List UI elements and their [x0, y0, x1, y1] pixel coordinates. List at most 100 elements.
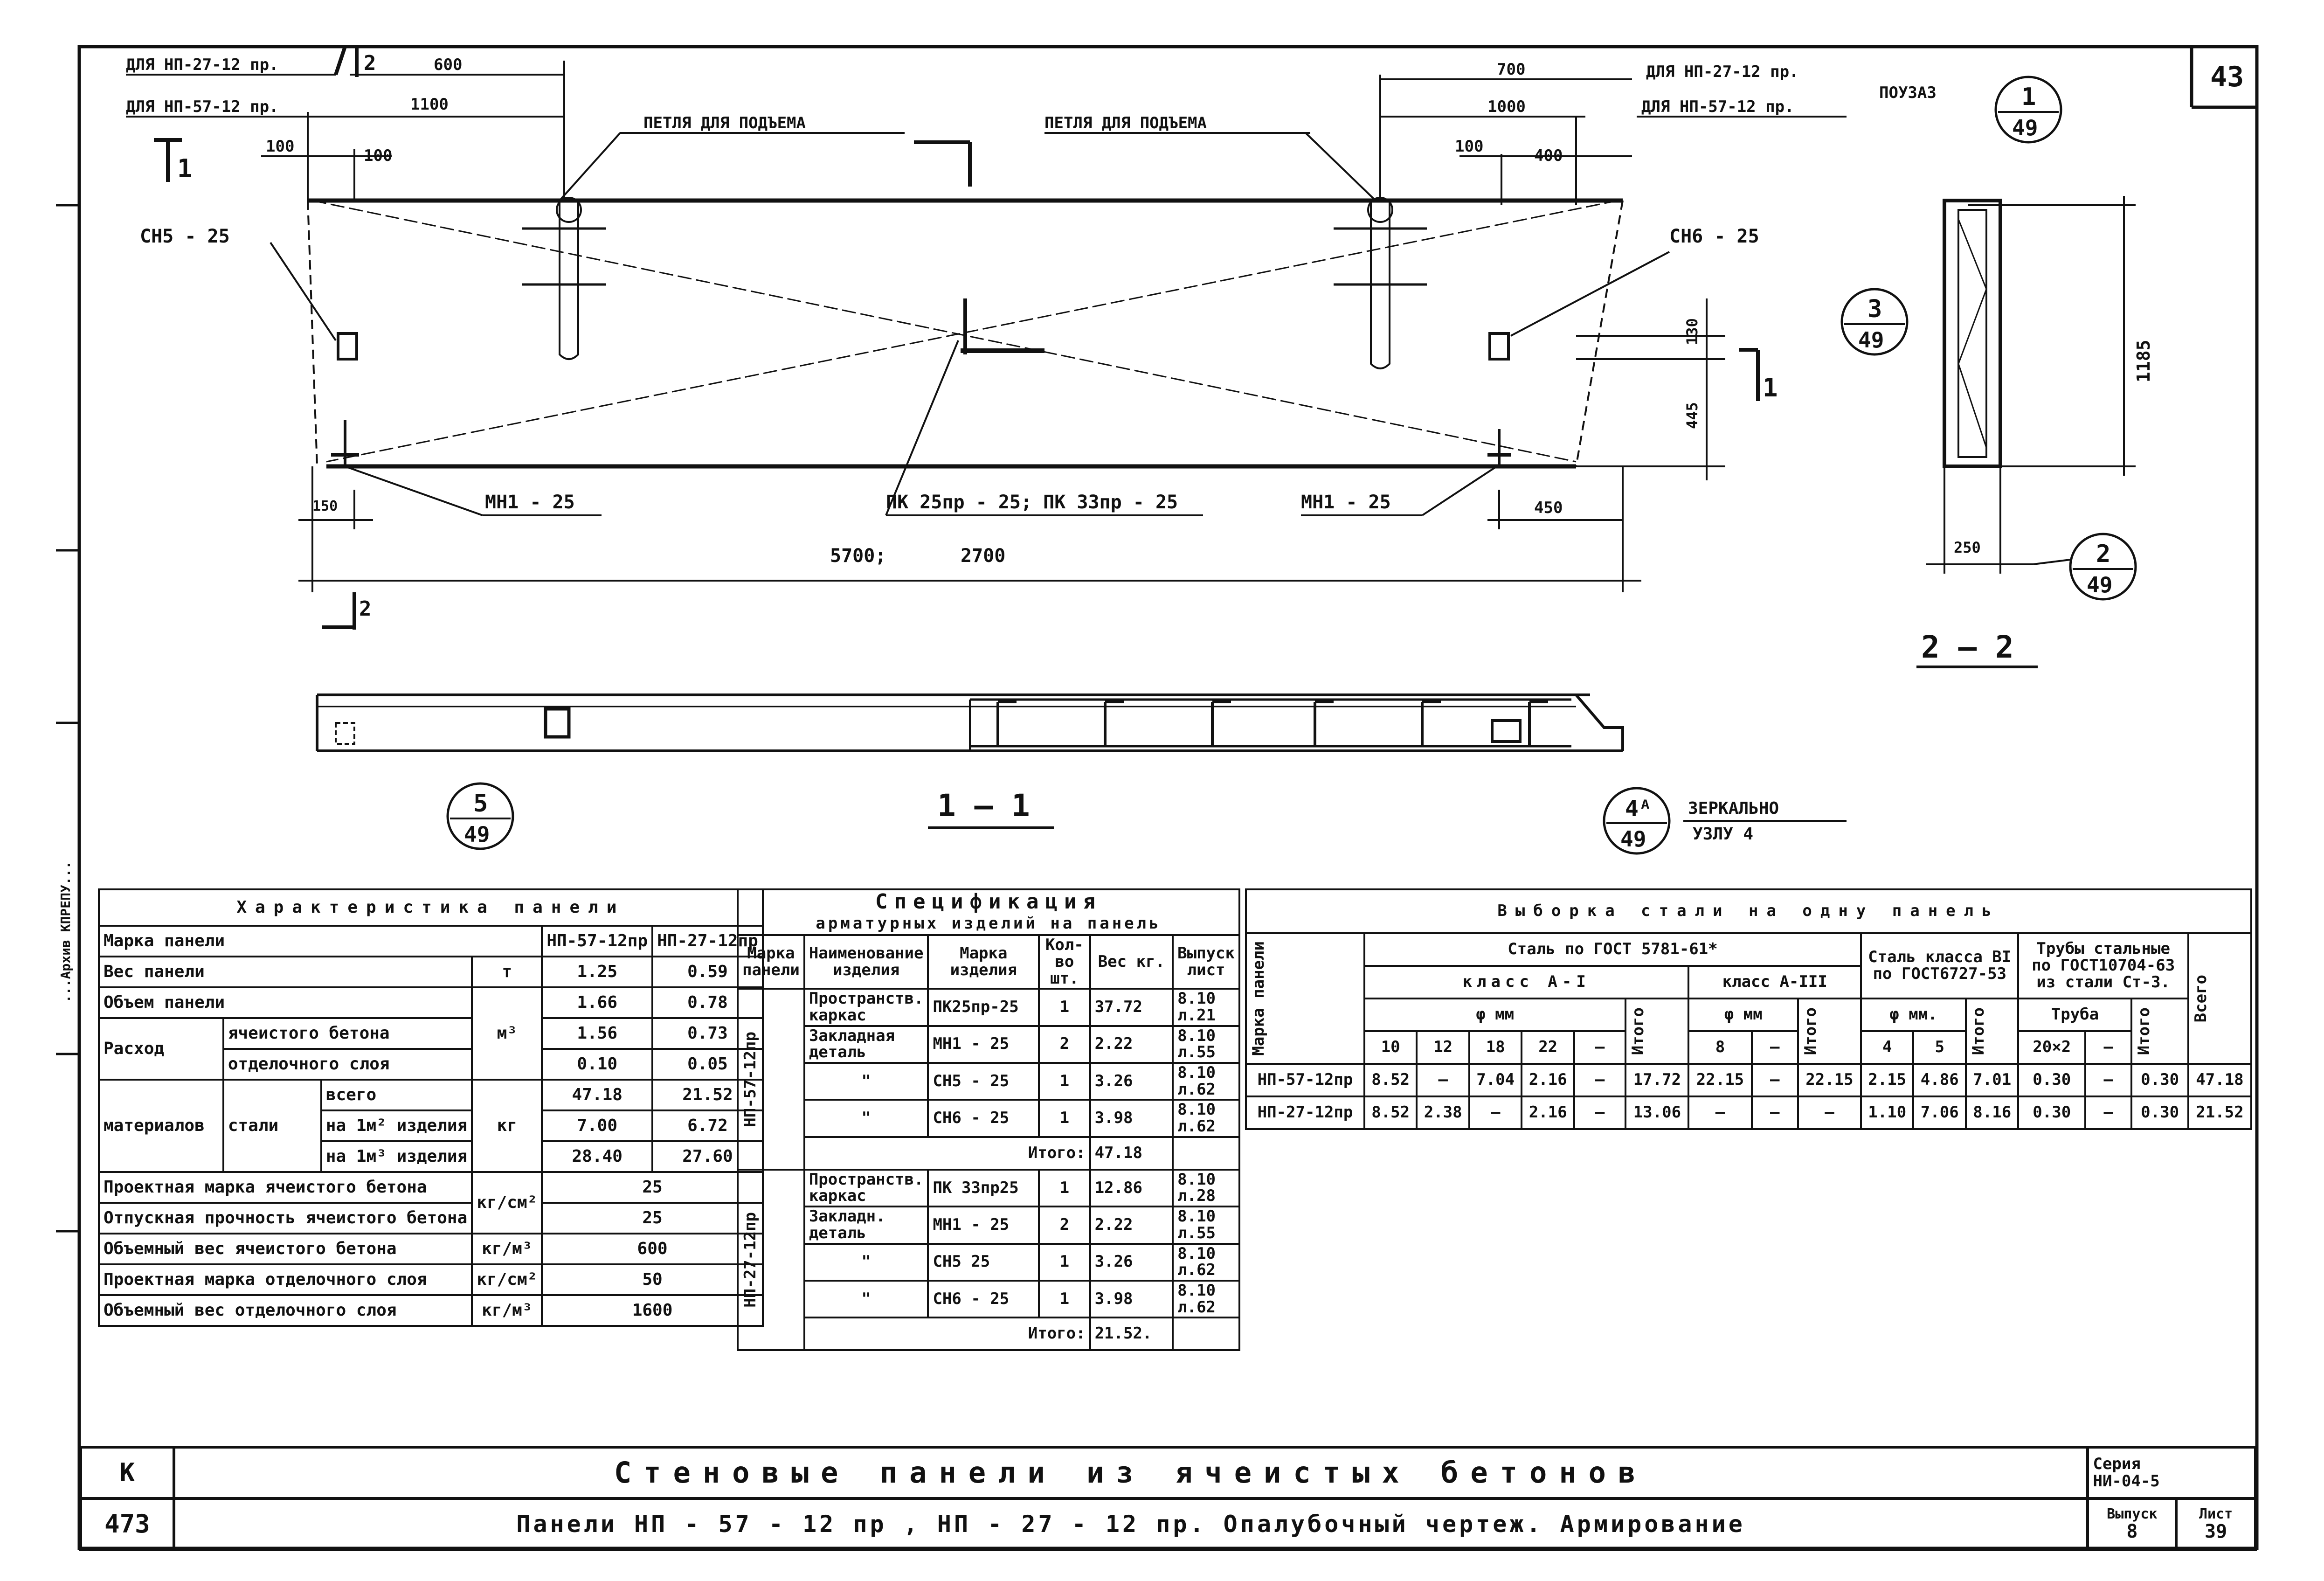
char-lower-unit: кг/см² — [471, 1171, 543, 1234]
char-lower-value: 1600 — [541, 1294, 764, 1327]
steel-cell: 8.16 — [1964, 1096, 2020, 1130]
steel-d1: 10 — [1363, 1030, 1418, 1065]
mirror-note-2: УЗЛУ 4 — [1693, 825, 1753, 844]
spec-item-ref: 8.10 л.55 — [1172, 1206, 1240, 1245]
char-lower-label: Объемный вес ячеистого бетона — [97, 1233, 473, 1265]
char-lower-value: 25 — [541, 1202, 764, 1234]
spec-total-value: 47.18 — [1089, 1136, 1174, 1171]
steel-cell: 8.52 — [1363, 1063, 1418, 1097]
steel-d1: 22 — [1521, 1030, 1575, 1065]
char-row-label: Вес панели — [97, 956, 473, 988]
section-1-1-rebars — [996, 700, 1548, 746]
section-2-2-view — [1926, 196, 2136, 574]
char-lower-label: Проектная марка отделочного слоя — [97, 1263, 473, 1296]
char-lower-value: 600 — [541, 1233, 764, 1265]
steel-h-itogo-p: Итого — [2130, 998, 2189, 1065]
steel-dw: 4 — [1860, 1030, 1915, 1065]
title-block-sheet: Лист 39 — [2175, 1497, 2257, 1551]
svg-text:5: 5 — [473, 790, 488, 818]
spec-h-qty: Кол-во шт. — [1038, 934, 1091, 990]
dim-250: 250 — [1954, 539, 1981, 556]
steel-d1: 12 — [1416, 1030, 1470, 1065]
spec-item-name: " — [803, 1061, 929, 1101]
char-row-v1: 28.40 — [541, 1140, 654, 1173]
spec-item-mark: СН5 25 — [927, 1242, 1040, 1282]
steel-dp: 20×2 — [2017, 1030, 2087, 1065]
dim-700: 700 — [1497, 60, 1525, 79]
svg-text:2: 2 — [2096, 540, 2110, 568]
dim-600: 600 — [434, 55, 462, 74]
steel-dw: 5 — [1912, 1030, 1967, 1065]
spec-item-qty: 1 — [1038, 1099, 1091, 1138]
spec-item-ref: 8.10 л.28 — [1172, 1168, 1240, 1208]
spec-item-ref: 8.10 л.62 — [1172, 1061, 1240, 1101]
char-lower-unit: кг/м³ — [471, 1294, 543, 1327]
issue-label: Выпуск — [2107, 1506, 2158, 1523]
char-lower-unit: кг/м³ — [471, 1233, 543, 1265]
char-row-label: всего — [320, 1079, 473, 1111]
spec-panel-1: НП-57-12пр — [737, 988, 805, 1171]
spec-title-1: Спецификация — [737, 888, 1240, 914]
sheet-label: Лист — [2199, 1506, 2233, 1523]
title-block-title-2: Панели НП - 57 - 12 пр , НП - 27 - 12 пр… — [172, 1497, 2089, 1551]
steel-cell: 7.06 — [1912, 1096, 1967, 1130]
sheet-number: 43 — [2210, 61, 2244, 93]
ref-circle-5-49: 5 49 — [446, 782, 514, 850]
steel-cell: 2.15 — [1860, 1063, 1915, 1097]
pk-label: ПК 25пр - 25; ПК 33пр - 25 — [886, 492, 1178, 513]
dim-2700: 2700 — [961, 545, 1005, 567]
spec-item-mark: МН1 - 25 — [927, 1206, 1040, 1245]
char-row-label: на 1м² изделия — [320, 1109, 473, 1142]
section-mark-1-right: 1 — [1763, 373, 1778, 402]
char-group-material: материалов — [98, 1079, 224, 1173]
margin-ticks — [56, 204, 79, 1233]
steel-cell: — — [1573, 1096, 1627, 1130]
dimensions-top — [126, 46, 1847, 630]
note-np27-right: ДЛЯ НП-27-12 пр. — [1646, 62, 1799, 81]
steel-cell: 7.01 — [1964, 1063, 2020, 1097]
dim-400: 400 — [1534, 146, 1563, 165]
spec-h-ref: Выпуск лист — [1172, 934, 1240, 990]
steel-cell: 0.30 — [2130, 1096, 2189, 1130]
steel-d3: 8 — [1688, 1030, 1753, 1065]
char-lower-label: Объемный вес отделочного слоя — [97, 1294, 473, 1327]
dim-445: 445 — [1683, 402, 1701, 429]
dim-100a: 100 — [266, 137, 294, 156]
title-block-left-2: 473 — [79, 1497, 175, 1551]
svg-text:49: 49 — [1620, 826, 1646, 852]
spec-item-mark: СН5 - 25 — [927, 1061, 1040, 1101]
steel-cell: 0.30 — [2017, 1096, 2087, 1130]
dim-100c: 100 — [1455, 137, 1483, 156]
char-row-label: отделочного слоя — [222, 1048, 473, 1081]
spec-item-name: " — [803, 1279, 929, 1319]
steel-cell: — — [1750, 1096, 1799, 1130]
steel-h-class3: класс А-III — [1688, 965, 1862, 999]
svg-text:49: 49 — [2012, 115, 2038, 140]
title-block: К Стеновые панели из ячеистых бетонов Се… — [79, 1446, 2257, 1551]
sn5-label: СН5 - 25 — [140, 226, 230, 247]
svg-text:4ᴬ: 4ᴬ — [1625, 796, 1652, 822]
spec-h-name: Наименование изделия — [803, 934, 929, 990]
spec-table: Спецификация арматурных изделий на панел… — [737, 888, 1240, 1352]
spec-item-qty: 1 — [1038, 1061, 1091, 1101]
spec-panel-2: НП-27-12пр — [737, 1168, 805, 1352]
char-table-title: Характеристика панели — [98, 888, 764, 927]
char-row-v1: 47.18 — [541, 1079, 654, 1111]
spec-item-name: Закладная деталь — [803, 1025, 929, 1064]
spec-total-label: Итого: — [803, 1136, 1091, 1171]
steel-table: Выборка стали на одну панель Марка панел… — [1245, 888, 2253, 1130]
steel-d1: — — [1573, 1030, 1627, 1065]
dim-1185: 1185 — [2133, 340, 2154, 382]
spec-h-panel: Марка панели — [737, 934, 805, 990]
svg-text:49: 49 — [2087, 572, 2112, 597]
steel-cell: 8.52 — [1363, 1096, 1418, 1130]
panel-elevation — [270, 132, 1670, 516]
spec-item-name: Пространств. каркас — [803, 988, 929, 1027]
steel-h-itogo-3: Итого — [1797, 998, 1862, 1065]
svg-text:49: 49 — [464, 822, 490, 847]
char-lower-value: 25 — [541, 1171, 764, 1204]
steel-d1: 18 — [1468, 1030, 1523, 1065]
section-mark-2-bot: 2 — [359, 597, 372, 621]
spec-item-mark: СН6 - 25 — [927, 1279, 1040, 1319]
steel-cell: — — [1797, 1096, 1862, 1130]
